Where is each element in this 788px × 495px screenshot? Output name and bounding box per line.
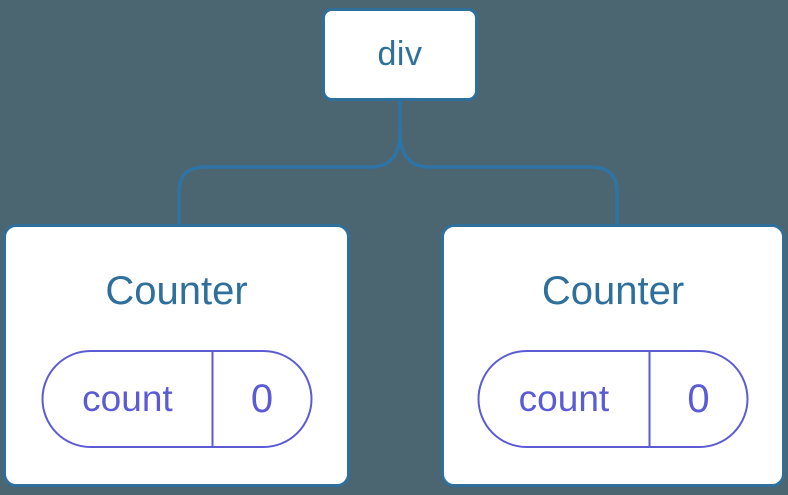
state-key: count <box>43 352 214 446</box>
counter-card-left: Counter count 0 <box>3 224 350 487</box>
state-pill: count 0 <box>477 350 749 448</box>
counter-title: Counter <box>105 269 248 313</box>
state-key: count <box>480 352 651 446</box>
state-value: 0 <box>250 376 274 421</box>
state-pill: count 0 <box>41 350 312 448</box>
counter-card-right: Counter count 0 <box>441 224 785 487</box>
root-node: div <box>322 8 478 101</box>
connector-branch-right <box>398 132 619 226</box>
connector-branch-left <box>177 132 402 226</box>
root-node-label: div <box>377 35 423 73</box>
counter-title: Counter <box>541 269 685 313</box>
state-value: 0 <box>687 376 710 421</box>
